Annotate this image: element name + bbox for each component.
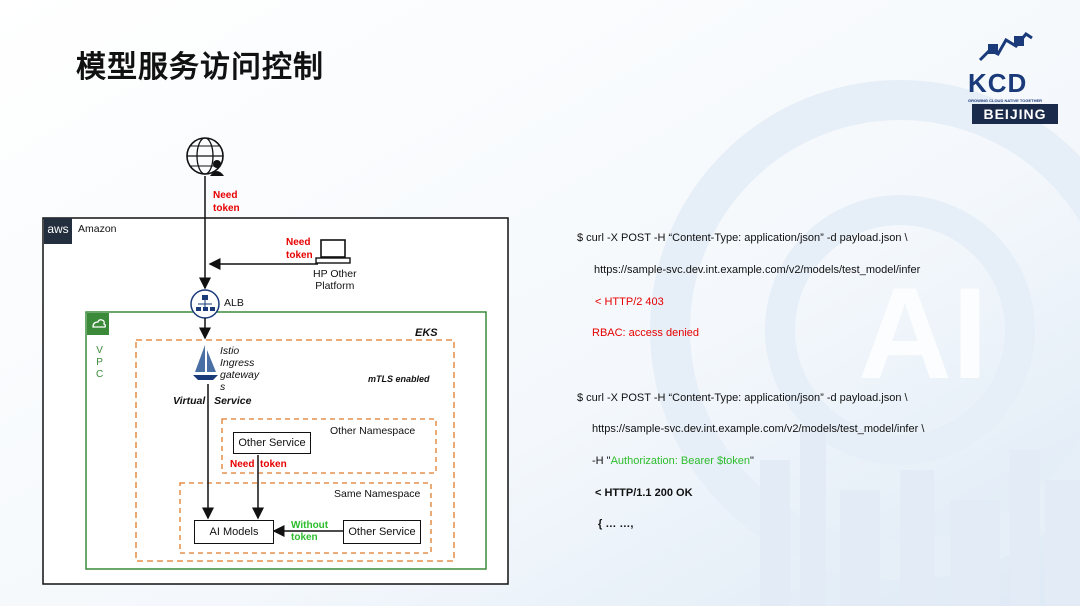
other-service-bottom-box: Other Service	[343, 520, 421, 544]
code-line-2: https://sample-svc.dev.int.example.com/v…	[594, 264, 921, 276]
code-line-9: { … …,	[598, 518, 634, 530]
alb-label: ALB	[224, 297, 244, 309]
amazon-boundary	[42, 217, 509, 585]
logo-brand: KCD	[968, 68, 1028, 98]
vpc-boundary	[85, 311, 487, 570]
other-namespace-boundary	[221, 418, 437, 474]
eks-label: EKS	[415, 327, 438, 339]
code-line-3: < HTTP/2 403	[595, 296, 664, 308]
code-line-1: $ curl -X POST -H “Content-Type: applica…	[577, 232, 908, 244]
virtual-service-label: Virtual Service	[173, 395, 252, 407]
same-namespace-boundary	[179, 482, 432, 554]
background-ai-text: AI	[858, 260, 988, 406]
code-line-7: -H "Authorization: Bearer $token"	[592, 455, 754, 467]
istio-icon	[193, 345, 218, 380]
laptop-icon	[315, 239, 351, 264]
page-title: 模型服务访问控制	[76, 50, 324, 85]
code-line-6: https://sample-svc.dev.int.example.com/v…	[592, 423, 925, 435]
mtls-label: mTLS enabled	[368, 374, 430, 384]
alb-icon	[190, 289, 220, 319]
need-token-ns: Need token	[230, 459, 287, 470]
other-service-top-box: Other Service	[233, 432, 311, 454]
aws-badge: aws	[44, 218, 72, 244]
kcd-beijing-logo: KCD GROWING CLOUD NATIVE TOGETHER BEIJIN…	[966, 30, 1066, 130]
other-namespace-label: Other Namespace	[330, 425, 416, 437]
ai-models-box: AI Models	[194, 520, 274, 544]
code-line-4: RBAC: access denied	[592, 327, 699, 339]
vpc-icon	[87, 313, 109, 335]
logo-city: BEIJING	[972, 104, 1058, 124]
same-namespace-label: Same Namespace	[334, 488, 421, 500]
code-line-8: < HTTP/1.1 200 OK	[595, 487, 693, 499]
code-line-5: $ curl -X POST -H “Content-Type: applica…	[577, 392, 908, 404]
great-wall-icon	[978, 32, 1033, 62]
amazon-label: Amazon	[78, 223, 117, 235]
internet-user-icon	[186, 137, 224, 176]
logo-tagline: GROWING CLOUD NATIVE TOGETHER	[968, 98, 1043, 103]
